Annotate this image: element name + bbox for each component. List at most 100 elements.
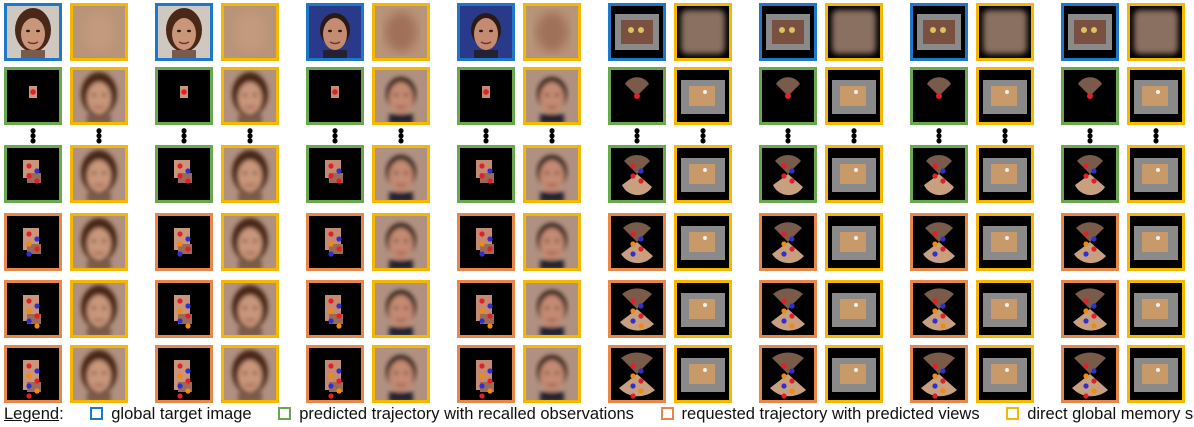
ellipsis-marker: ••• <box>548 121 556 151</box>
legend-swatch-orange <box>660 407 674 420</box>
predicted-view-trajectory-image <box>1061 213 1119 271</box>
recalled-trajectory-image <box>759 145 817 203</box>
recalled-trajectory-image <box>155 145 213 203</box>
global-target-image <box>759 3 817 61</box>
global-target-image <box>457 3 515 61</box>
recalled-trajectory-image <box>306 145 364 203</box>
ellipsis-marker: ••• <box>397 121 405 151</box>
global-target-image <box>155 3 213 61</box>
memory-sample-image <box>674 67 732 125</box>
recalled-trajectory-image <box>1061 145 1119 203</box>
predicted-view-trajectory-image <box>759 345 817 403</box>
memory-sample-image <box>674 3 732 61</box>
predicted-view-trajectory-image <box>155 280 213 338</box>
global-target-image <box>306 3 364 61</box>
memory-sample-image <box>70 3 128 61</box>
legend-title: Legend <box>4 405 60 423</box>
memory-sample-image <box>976 345 1034 403</box>
legend-label: direct global memory sampling <box>1027 405 1194 423</box>
memory-sample-image <box>221 280 279 338</box>
memory-sample-image <box>372 67 430 125</box>
legend-swatch-yellow <box>1006 407 1020 420</box>
memory-sample-image <box>221 213 279 271</box>
memory-sample-image <box>523 67 581 125</box>
predicted-view-trajectory-image <box>608 345 666 403</box>
memory-sample-image <box>825 280 883 338</box>
memory-sample-image <box>976 280 1034 338</box>
legend-item-recalled: predicted trajectory with recalled obser… <box>278 404 634 424</box>
legend-swatch-green <box>278 407 292 420</box>
memory-sample-image <box>221 145 279 203</box>
memory-sample-image <box>976 213 1034 271</box>
predicted-view-trajectory-image <box>759 280 817 338</box>
memory-sample-image <box>70 280 128 338</box>
predicted-view-trajectory-image <box>4 280 62 338</box>
recalled-trajectory-image <box>457 145 515 203</box>
memory-sample-image <box>1127 145 1185 203</box>
predicted-view-trajectory-image <box>155 213 213 271</box>
recalled-trajectory-image <box>457 67 515 125</box>
legend-item-predicted-views: requested trajectory with predicted view… <box>660 404 980 424</box>
predicted-view-trajectory-image <box>759 213 817 271</box>
ellipsis-marker: ••• <box>246 121 254 151</box>
memory-sample-image <box>674 280 732 338</box>
predicted-view-trajectory-image <box>608 213 666 271</box>
ellipsis-marker: ••• <box>331 121 339 151</box>
ellipsis-marker: ••• <box>95 121 103 151</box>
ellipsis-marker: ••• <box>633 121 641 151</box>
ellipsis-marker: ••• <box>935 121 943 151</box>
recalled-trajectory-image <box>155 67 213 125</box>
global-target-image <box>910 3 968 61</box>
predicted-view-trajectory-image <box>608 280 666 338</box>
recalled-trajectory-image <box>4 67 62 125</box>
ellipsis-marker: ••• <box>180 121 188 151</box>
predicted-view-trajectory-image <box>457 345 515 403</box>
legend: Legend: global target image predicted tr… <box>4 404 1194 424</box>
memory-sample-image <box>70 213 128 271</box>
predicted-view-trajectory-image <box>457 280 515 338</box>
predicted-view-trajectory-image <box>306 280 364 338</box>
memory-sample-image <box>1127 345 1185 403</box>
memory-sample-image <box>221 67 279 125</box>
recalled-trajectory-image <box>759 67 817 125</box>
predicted-view-trajectory-image <box>4 213 62 271</box>
legend-swatch-blue <box>90 407 104 420</box>
predicted-view-trajectory-image <box>1061 345 1119 403</box>
memory-sample-image <box>372 213 430 271</box>
memory-sample-image <box>221 3 279 61</box>
memory-sample-image <box>372 3 430 61</box>
memory-sample-image <box>70 67 128 125</box>
predicted-view-trajectory-image <box>910 280 968 338</box>
predicted-view-trajectory-image <box>155 345 213 403</box>
memory-sample-image <box>523 280 581 338</box>
memory-sample-image <box>976 3 1034 61</box>
memory-sample-image <box>221 345 279 403</box>
predicted-view-trajectory-image <box>4 345 62 403</box>
memory-sample-image <box>1127 3 1185 61</box>
global-target-image <box>4 3 62 61</box>
legend-label: predicted trajectory with recalled obser… <box>299 405 634 423</box>
memory-sample-image <box>372 145 430 203</box>
ellipsis-marker: ••• <box>784 121 792 151</box>
ellipsis-marker: ••• <box>1001 121 1009 151</box>
legend-item-memory-sampling: direct global memory sampling <box>1006 404 1194 424</box>
memory-sample-image <box>825 145 883 203</box>
predicted-view-trajectory-image <box>910 213 968 271</box>
ellipsis-marker: ••• <box>482 121 490 151</box>
global-target-image <box>608 3 666 61</box>
ellipsis-marker: ••• <box>699 121 707 151</box>
memory-sample-image <box>674 145 732 203</box>
recalled-trajectory-image <box>910 67 968 125</box>
memory-sample-image <box>825 67 883 125</box>
memory-sample-image <box>674 345 732 403</box>
predicted-view-trajectory-image <box>457 213 515 271</box>
global-target-image <box>1061 3 1119 61</box>
predicted-view-trajectory-image <box>1061 280 1119 338</box>
recalled-trajectory-image <box>306 67 364 125</box>
recalled-trajectory-image <box>608 145 666 203</box>
memory-sample-image <box>70 345 128 403</box>
memory-sample-image <box>523 345 581 403</box>
memory-sample-image <box>825 213 883 271</box>
recalled-trajectory-image <box>608 67 666 125</box>
memory-sample-image <box>976 67 1034 125</box>
